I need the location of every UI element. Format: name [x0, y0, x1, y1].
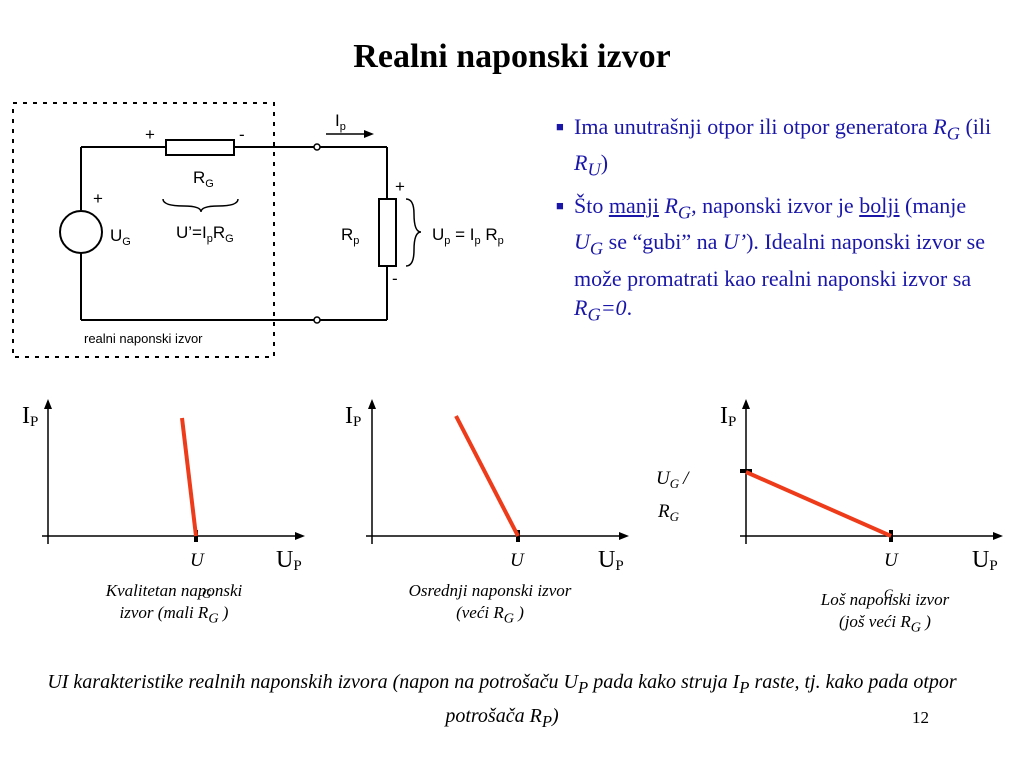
- ug-plus-sign: +: [93, 189, 103, 208]
- page-number: 12: [912, 708, 929, 727]
- intercept-label-denominator: RG: [657, 501, 680, 524]
- axis-label-ip: IP: [345, 403, 361, 430]
- rp-label: Rp: [341, 225, 359, 247]
- bullet-square-icon: ■: [556, 197, 564, 213]
- axis-label-up: UP: [972, 547, 998, 574]
- tick-label-ug: U: [510, 550, 525, 571]
- rg-label: RG: [193, 168, 214, 190]
- intercept-label-numerator: UG/: [656, 468, 690, 491]
- footer-caption: UI karakteristike realnih naponskih izvo…: [47, 671, 957, 731]
- graph-poor-source: IP UP UG/ RG U G: [656, 399, 1003, 600]
- x-axis-arrow-icon: [295, 532, 305, 540]
- caption-medium-source: Osrednji naponski izvor (veći RG ): [408, 581, 572, 627]
- slide-title: Realni naponski izvor: [353, 38, 671, 75]
- brace-right-of-rp: [405, 198, 422, 267]
- bullet-smaller-rg-better: ■ Što manji RG, naponski izvor je bolji …: [556, 192, 985, 324]
- x-axis-arrow-icon: [993, 532, 1003, 540]
- voltage-drop-label: U’=IpRG: [176, 223, 234, 245]
- y-axis-arrow-icon: [368, 399, 376, 409]
- terminal-bottom: [313, 316, 321, 324]
- circuit-wires: [80, 146, 388, 321]
- current-arrow-head: [364, 130, 374, 138]
- y-axis-arrow-icon: [742, 399, 750, 409]
- bullet-square-icon: ■: [556, 119, 564, 134]
- graph-good-source: IP UP U G: [22, 399, 305, 600]
- bullet-internal-resistance: ■ Ima unutrašnji otpor ili otpor generat…: [556, 114, 992, 180]
- y-axis-arrow-icon: [44, 399, 52, 409]
- terminal-top: [313, 143, 321, 151]
- axis-label-up: UP: [276, 547, 302, 574]
- voltage-source-ug: [59, 210, 103, 254]
- tick-label-ug-sub: G: [884, 586, 894, 600]
- caption-good-source: Kvalitetan naponski izvor (mali RG ): [105, 581, 243, 627]
- brace-under-rg: [162, 198, 239, 213]
- source-box-label: realni naponski izvor: [84, 331, 203, 346]
- rg-minus-sign: -: [239, 125, 245, 144]
- circuit-diagram: Ip + - RG + UG U’=IpRG + - Rp Up = Ip Rp…: [12, 102, 504, 358]
- up-equation: Up = Ip Rp: [432, 225, 504, 247]
- resistor-rp: [378, 198, 397, 267]
- axis-label-up: UP: [598, 547, 624, 574]
- bullet-list: ■ Ima unutrašnji otpor ili otpor generat…: [556, 112, 996, 335]
- tick-label-ug-sub: G: [202, 586, 212, 600]
- graph-medium-source: IP UP U G: [345, 399, 629, 574]
- ui-graphs: IP UP U G IP UP U G IP UP UG/ RG U G: [22, 399, 1003, 600]
- axis-label-ip: IP: [720, 403, 736, 430]
- rp-minus-sign: -: [392, 269, 398, 288]
- axis-label-ip: IP: [22, 403, 38, 430]
- rg-plus-sign: +: [145, 125, 155, 144]
- x-axis-arrow-icon: [619, 532, 629, 540]
- caption-poor-source: Loš naponski izvor (još veći RG ): [820, 590, 950, 636]
- resistor-rg: [165, 139, 235, 156]
- characteristic-line: [180, 417, 198, 537]
- source-boundary-box: [12, 102, 275, 358]
- intercept-tick-mark: [740, 469, 752, 473]
- tick-label-ug: U: [190, 550, 205, 571]
- characteristic-line: [454, 415, 520, 537]
- current-label-ip: Ip: [335, 111, 346, 133]
- ug-label: UG: [110, 226, 131, 248]
- characteristic-line: [745, 470, 892, 538]
- rp-plus-sign: +: [395, 177, 405, 196]
- tick-label-ug: U: [884, 550, 899, 571]
